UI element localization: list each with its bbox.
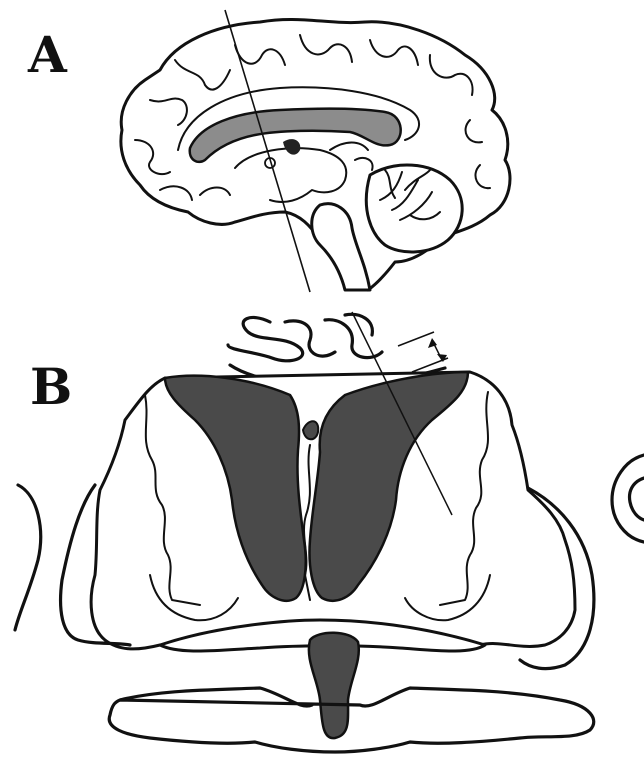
superior-folds bbox=[228, 314, 382, 360]
far-left-edge bbox=[15, 485, 41, 630]
measure-tick-top bbox=[398, 332, 434, 346]
cerebellum bbox=[366, 165, 462, 252]
lower-dark-structure bbox=[309, 633, 359, 738]
bottom-outline bbox=[109, 688, 594, 752]
brain-outline bbox=[121, 19, 510, 290]
panel-a-sagittal-brain bbox=[121, 10, 510, 292]
panel-b-coronal-section bbox=[15, 312, 644, 752]
panel-b-label: B bbox=[30, 362, 72, 412]
right-ring-inner bbox=[630, 478, 644, 520]
panel-a-label: A bbox=[28, 30, 67, 80]
